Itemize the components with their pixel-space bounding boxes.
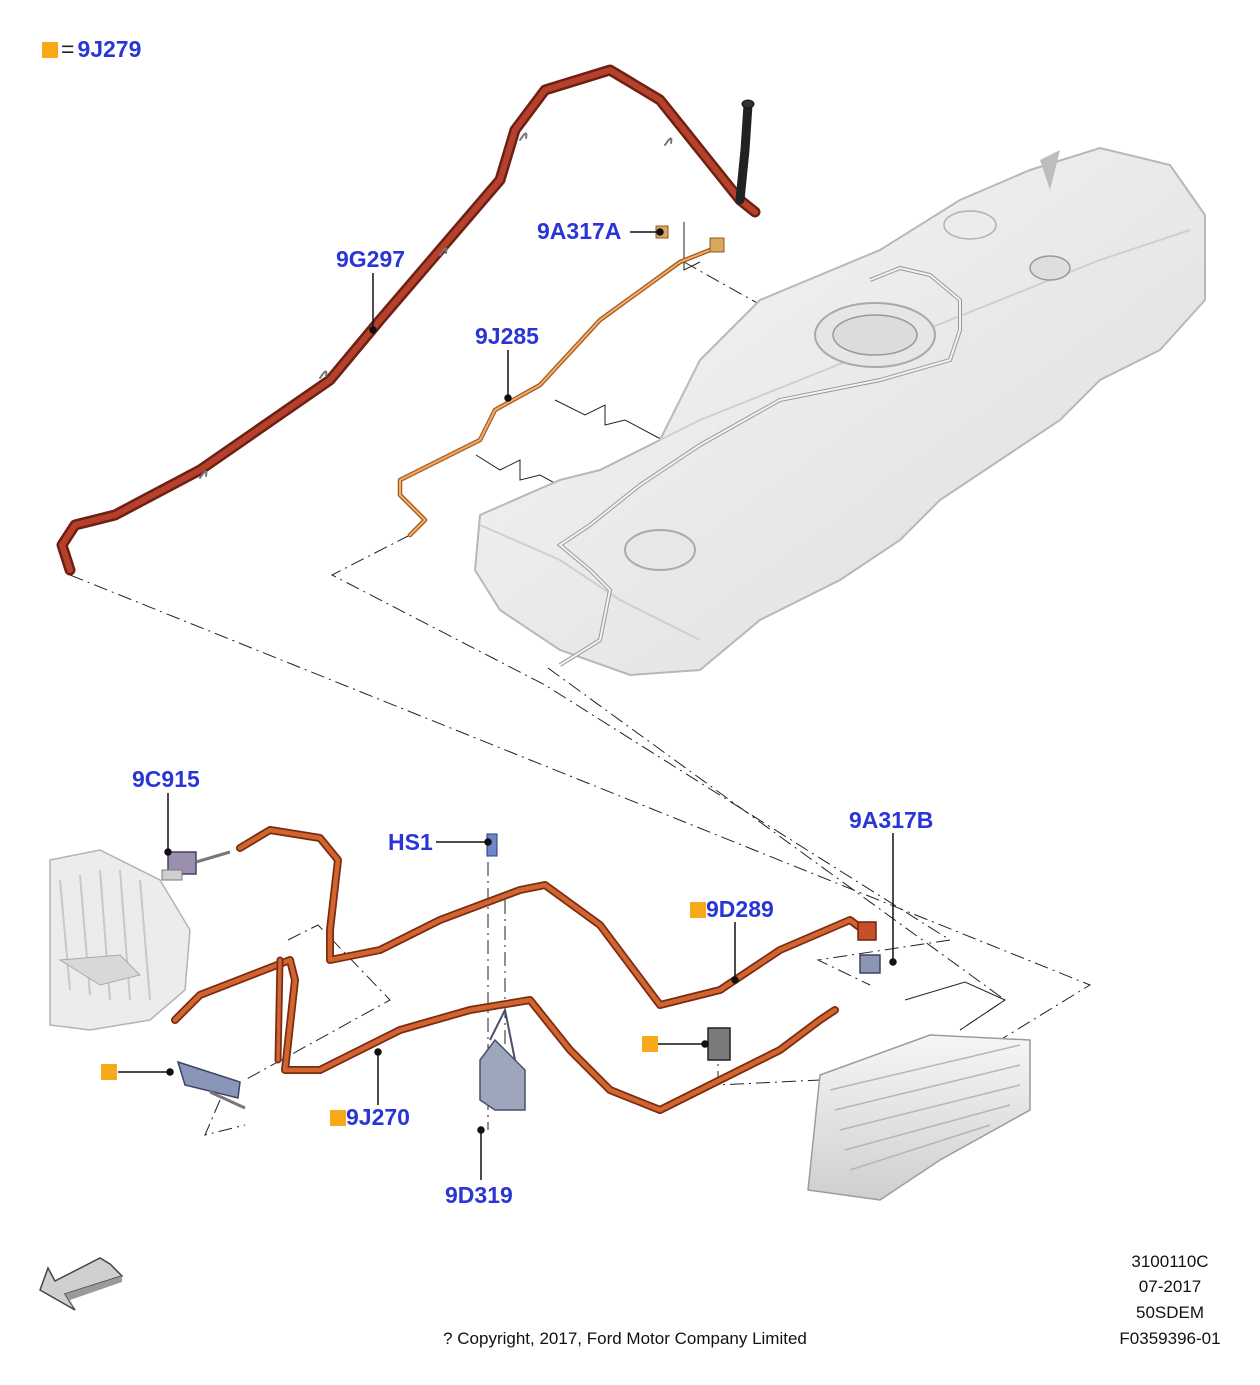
figure-number: F0359396-01	[1119, 1329, 1221, 1348]
model-code: 50SDEM	[1135, 1303, 1205, 1322]
evap-canister	[807, 1034, 1031, 1201]
marker-square-icon	[690, 902, 706, 918]
callout-hs1: HS1	[388, 829, 433, 855]
fuel-tank	[473, 146, 1206, 677]
purge-valve	[161, 850, 231, 881]
callout-9d319: 9D319	[445, 1182, 513, 1208]
drawing-code: 3100110C	[1131, 1252, 1209, 1271]
marker-square-icon	[642, 1036, 658, 1052]
callout-leaders	[118, 228, 897, 1180]
engine-intake-manifold	[49, 849, 191, 1031]
marker-square-icon	[42, 42, 58, 58]
legend: =9J279	[42, 36, 141, 62]
fuel-filler-pipe	[56, 64, 761, 576]
callout-9j270-label: 9J270	[346, 1104, 410, 1130]
legend-equals: =	[61, 36, 75, 62]
lower-evap-hoses	[171, 826, 874, 1114]
callout-9j270: 9J270	[330, 1104, 410, 1130]
marker-square-icon	[101, 1064, 117, 1080]
vapor-line-9j285	[397, 225, 725, 538]
copyright-notice: ? Copyright, 2017, Ford Motor Company Li…	[443, 1329, 807, 1348]
marker-square-icon	[330, 1110, 346, 1126]
legend-part-number: 9J279	[77, 36, 142, 62]
break-lines	[475, 222, 1007, 1031]
callout-9g297: 9G297	[336, 246, 406, 272]
front-direction-arrow-icon	[39, 1257, 124, 1311]
callout-9a317b: 9A317B	[849, 807, 934, 833]
callout-9a317a: 9A317A	[537, 218, 622, 244]
callout-9j285: 9J285	[475, 323, 539, 349]
drawing-date: 07-2017	[1138, 1277, 1202, 1296]
callout-9d289: 9D289	[690, 896, 774, 922]
callout-9d289-label: 9D289	[706, 896, 774, 922]
callout-9c915: 9C915	[132, 766, 200, 792]
